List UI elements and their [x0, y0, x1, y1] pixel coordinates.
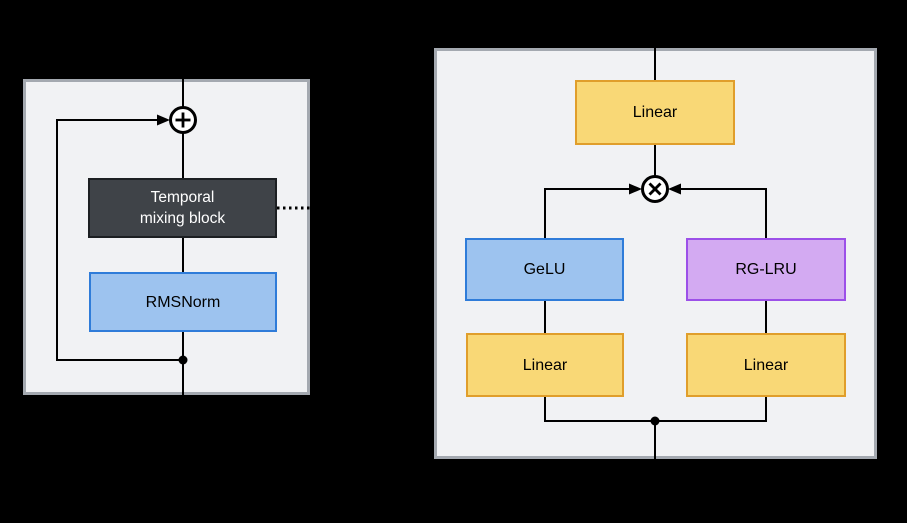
left-arrowhead-icon [629, 183, 642, 195]
junction-dot-icon [178, 355, 188, 365]
gated-block-panel: Linear GeLU RG-LRU Linear Linear [434, 48, 877, 459]
plus-circle-icon [169, 106, 197, 134]
rg-lru-node: RG-LRU [686, 238, 846, 301]
skip-arrowhead-icon [157, 114, 170, 126]
gelu-branch-wire [544, 188, 639, 238]
right-arrowhead-icon [668, 183, 681, 195]
gelu-node: GeLU [465, 238, 624, 301]
junction-dot-icon [650, 416, 660, 426]
rglru-branch-wire [671, 188, 767, 238]
right-join-wire [655, 397, 767, 422]
linear-top-node: Linear [575, 80, 735, 145]
rmsnorm-node: RMSNorm [89, 272, 277, 332]
residual-block-panel: Temporal mixing block RMSNorm [23, 79, 310, 395]
linear-left-node: Linear [466, 333, 624, 397]
times-circle-icon [641, 175, 669, 203]
left-join-wire [544, 397, 655, 422]
linear-right-node: Linear [686, 333, 846, 397]
temporal-mixing-block-node: Temporal mixing block [88, 178, 277, 238]
